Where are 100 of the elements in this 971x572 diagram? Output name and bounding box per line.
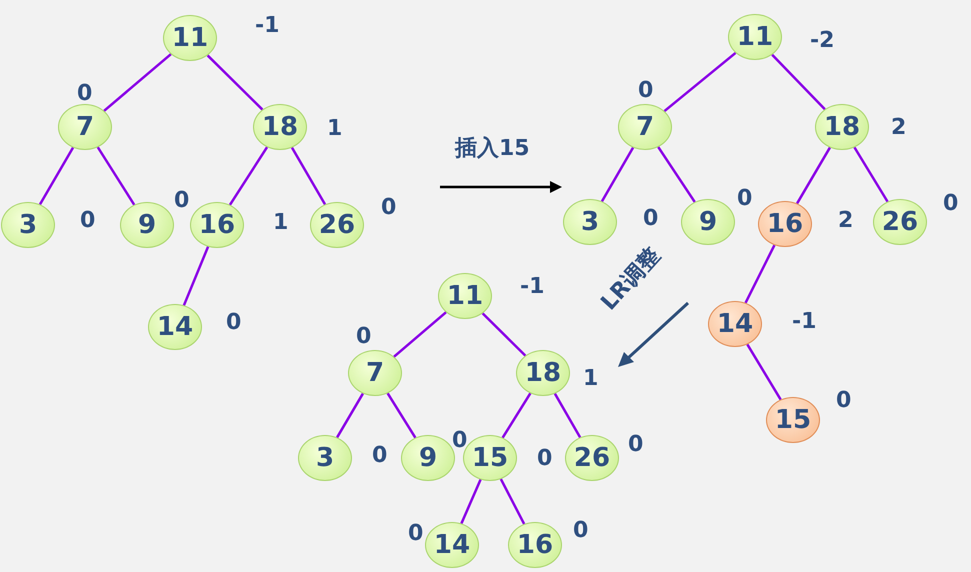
tree-node [58, 104, 112, 150]
balance-factor: 0 [80, 210, 96, 232]
balance-factor: 0 [408, 523, 424, 545]
tree-edge [796, 146, 831, 204]
balance-factor: 1 [327, 118, 342, 140]
tree-edge [103, 53, 172, 112]
node-value: 7 [366, 360, 384, 386]
balance-factor: 0 [628, 434, 644, 456]
tree-node [728, 14, 782, 60]
node-value: 16 [198, 212, 236, 238]
node-value: 14 [156, 314, 194, 340]
tree-edge [500, 478, 526, 525]
balance-factor: 0 [356, 326, 372, 348]
node-value: 26 [882, 209, 918, 235]
balance-factor: 0 [537, 448, 552, 470]
tree-node [163, 15, 217, 61]
tree-edge [336, 392, 364, 438]
node-value: 11 [172, 25, 208, 51]
node-value: 14 [434, 532, 470, 558]
tree-node [120, 202, 174, 248]
tree-node [348, 350, 402, 396]
tree-node [681, 199, 735, 245]
tree-edge [460, 479, 482, 524]
node-value: 18 [824, 114, 860, 140]
balance-factor: 0 [836, 390, 852, 412]
balance-factor: 0 [638, 80, 654, 102]
balance-factor: 0 [77, 83, 92, 105]
tree-edge [482, 312, 526, 356]
tree-node [516, 350, 570, 396]
node-value: 9 [418, 445, 438, 471]
balance-factor: 0 [226, 312, 242, 334]
tree-edge [290, 146, 326, 206]
node-value: 18 [262, 114, 298, 140]
tree-edge [386, 392, 416, 438]
tree-edge [182, 246, 210, 306]
balance-factor: 0 [643, 208, 658, 230]
tree-node [190, 202, 244, 248]
node-value: 9 [138, 212, 156, 238]
node-value: 9 [698, 209, 718, 235]
tree-node [1, 202, 55, 248]
balance-factor: -1 [255, 15, 280, 37]
node-value: 15 [472, 445, 508, 471]
node-value: 3 [18, 212, 38, 238]
tree-node [438, 273, 492, 319]
node-value: 26 [574, 445, 610, 471]
balance-factor: 0 [381, 197, 396, 219]
step-label: LR调整 [598, 244, 665, 315]
node-value: 14 [716, 311, 754, 337]
tree-edge [657, 146, 696, 203]
step-label: 插入15 [455, 138, 530, 160]
node-value: 16 [766, 211, 804, 237]
node-value: 11 [736, 24, 774, 50]
tree-node [425, 522, 479, 568]
tree-edge [228, 146, 268, 206]
node-value: 3 [580, 209, 600, 235]
tree-edge [38, 146, 74, 206]
node-value: 15 [774, 407, 812, 433]
balance-factor: 0 [372, 445, 388, 467]
tree-edge [771, 54, 826, 110]
tree-node [565, 435, 619, 481]
tree-node [758, 201, 812, 247]
tree-node [508, 522, 562, 568]
balance-factor: 0 [174, 190, 190, 212]
tree-node [401, 435, 455, 481]
node-value: 18 [524, 360, 562, 386]
tree-edge [853, 146, 889, 202]
tree-node [253, 104, 307, 150]
node-value: 7 [76, 114, 94, 140]
tree-edge [600, 147, 634, 202]
tree-edge [206, 54, 264, 110]
tree-node [298, 435, 352, 481]
balance-factor: 2 [891, 117, 906, 139]
tree-node [310, 202, 364, 248]
node-value: 7 [636, 114, 654, 140]
tree-edge [502, 392, 532, 438]
tree-node [815, 104, 869, 150]
tree-node [873, 199, 927, 245]
node-value: 3 [316, 445, 334, 471]
balance-factor: 1 [273, 212, 288, 234]
balance-factor: 0 [573, 520, 588, 542]
balance-factor: -1 [520, 276, 544, 298]
balance-factor: 1 [583, 368, 598, 390]
tree-edge [664, 52, 736, 112]
tree-edge [96, 146, 136, 206]
tree-node [148, 304, 202, 350]
tree-edge [746, 344, 782, 400]
balance-factor: -1 [792, 311, 816, 333]
balance-factor: 0 [737, 188, 752, 210]
node-value: 26 [318, 212, 356, 238]
balance-factor: -2 [810, 30, 834, 52]
tree-node [708, 301, 762, 347]
tree-edge [744, 244, 776, 304]
tree-node [563, 199, 617, 245]
node-value: 11 [446, 283, 484, 309]
tree-node [618, 104, 672, 150]
balance-factor: 0 [943, 193, 958, 215]
tree-edge [393, 311, 447, 358]
balance-factor: 0 [452, 430, 468, 452]
node-value: 16 [516, 532, 554, 558]
balance-factor: 2 [838, 210, 854, 232]
